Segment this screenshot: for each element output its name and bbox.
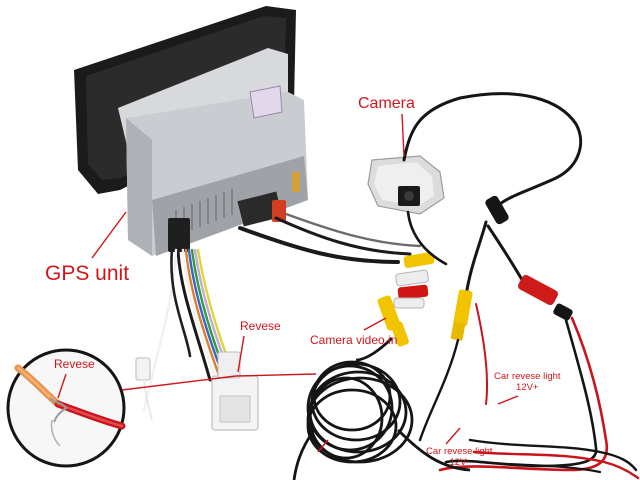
rear-panel (152, 156, 308, 256)
car-reverse-light-negative-line1: Car revese light (426, 446, 493, 457)
camera-device (367, 155, 445, 215)
coiled-video-cable (292, 337, 471, 480)
loose-wire (143, 379, 153, 421)
leader-lines (57, 113, 519, 453)
reverse-light-wires (418, 303, 640, 480)
vent-slots (175, 189, 233, 236)
harness-plug-left (168, 218, 190, 252)
revese-inset-label: Revese (54, 357, 95, 371)
power-plug-black (553, 303, 573, 321)
camera-rca-plug (453, 289, 473, 327)
harness-wires (142, 212, 422, 412)
chassis-side (126, 118, 152, 256)
harness-connector (211, 351, 259, 431)
chassis-sticker (249, 85, 283, 119)
revese-wire-label: Revese (240, 319, 281, 333)
gps-unit (74, 6, 308, 256)
gps-unit-label: GPS unit (45, 262, 130, 285)
harness-plug-right (272, 200, 286, 222)
rca-cluster (377, 251, 435, 347)
car-reverse-light-negative-label: Car revese light 12V- (426, 446, 493, 469)
inset-zoom (6, 348, 126, 468)
car-reverse-light-negative-line2: 12V- (449, 456, 470, 468)
small-plug (135, 357, 151, 381)
car-reverse-light-positive-label: Car revese light 12V+ (494, 371, 561, 394)
car-reverse-light-positive-line1: Car revese light (494, 371, 561, 382)
power-plug-red (517, 274, 559, 306)
rear-connector-block (237, 191, 283, 227)
camera-label: Camera (358, 95, 415, 112)
antenna-connector (292, 172, 300, 192)
camera-rca-plug-base (450, 321, 466, 341)
camera-video-in-label: Camera video in (310, 333, 398, 347)
car-reverse-light-positive-line2: 12V+ (516, 381, 539, 393)
